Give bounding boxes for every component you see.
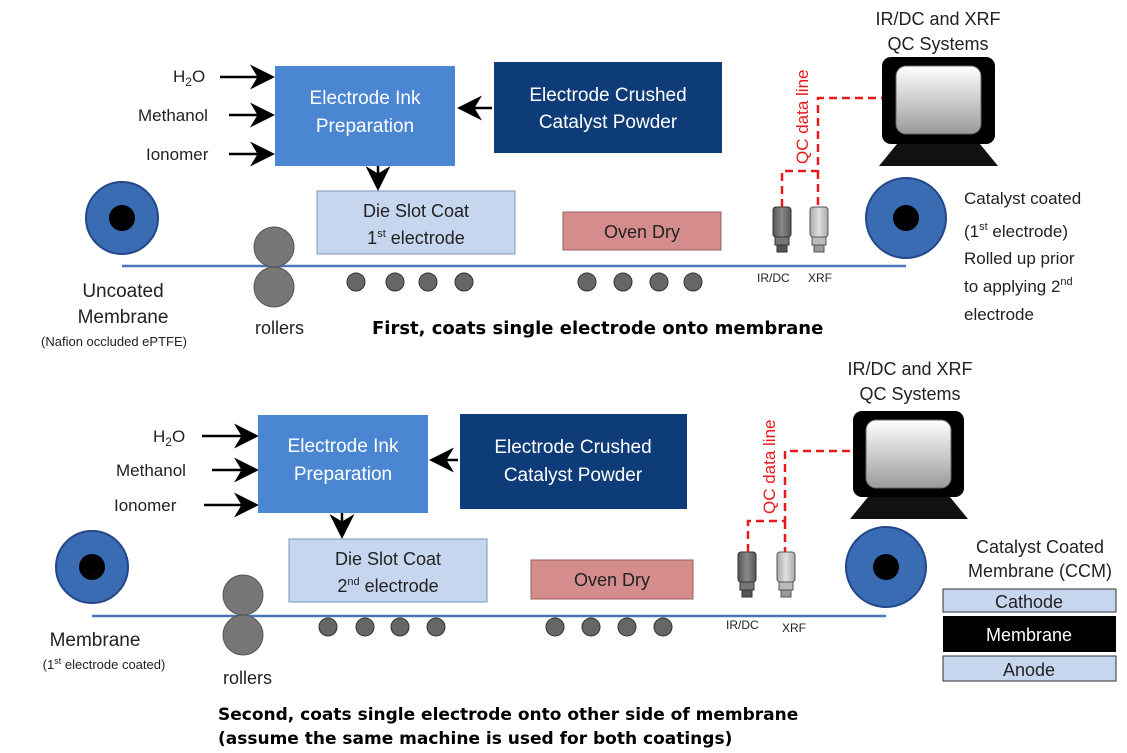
die-slot-label: 2nd electrode [337, 576, 438, 596]
right-label: electrode [964, 305, 1034, 324]
ccm-label: Membrane (CCM) [968, 561, 1112, 581]
powder-label: Electrode Crushed [529, 85, 686, 106]
right-label: Catalyst coated [964, 189, 1081, 208]
die-slot-label: 1st electrode [367, 228, 465, 248]
sensor-label-xrf: XRF [782, 621, 806, 635]
left-sublabel: (1st electrode coated) [43, 656, 166, 672]
conveyor-roller [318, 617, 338, 637]
oven-box [562, 211, 722, 251]
powder-label: Catalyst Powder [504, 465, 643, 486]
input-h2o: H2O [173, 67, 205, 89]
conveyor-roller [653, 617, 673, 637]
left-label: Membrane [50, 630, 141, 651]
conveyor-rollers [346, 272, 703, 292]
qc-data-line-label: QC data line [793, 70, 812, 165]
input-methanol: Methanol [116, 461, 186, 480]
right-label: Rolled up prior [964, 249, 1075, 268]
ccm-anode [942, 655, 1117, 682]
ink-prep-label: Preparation [316, 116, 414, 137]
ccm-membrane-label: Membrane [986, 625, 1072, 645]
xrf-sensor [776, 551, 796, 598]
conveyor-roller [683, 272, 703, 292]
qc-computer-icon [850, 411, 968, 519]
top-panel: H2O Methanol Ionomer Electrode Ink Prepa… [41, 9, 1081, 349]
conveyor-roller [577, 272, 597, 292]
xrf-sensor [809, 206, 829, 253]
conveyor-roller [545, 617, 565, 637]
right-label: (1st electrode) [964, 221, 1068, 241]
powder-label: Catalyst Powder [539, 112, 678, 133]
qc-data-line-label: QC data line [760, 420, 779, 515]
conveyor-rollers [318, 617, 673, 637]
ink-prep-label: Preparation [294, 464, 392, 485]
input-methanol: Methanol [138, 106, 208, 125]
qc-title: QC Systems [887, 34, 988, 54]
conveyor-roller [454, 272, 474, 292]
conveyor-roller [581, 617, 601, 637]
takeup-roll-core [893, 205, 919, 231]
conveyor-roller [426, 617, 446, 637]
ccm-cathode-label: Cathode [995, 592, 1063, 612]
left-label: Uncoated [82, 281, 163, 302]
conveyor-roller [390, 617, 410, 637]
qc-title: IR/DC and XRF [875, 9, 1000, 29]
left-label: Membrane [78, 307, 169, 328]
irdc-sensor [737, 551, 757, 598]
qc-computer-icon [879, 57, 998, 166]
qc-title: IR/DC and XRF [847, 359, 972, 379]
left-sublabel: (Nafion occluded ePTFE) [41, 334, 187, 349]
sensor-label-xrf: XRF [808, 271, 832, 285]
feed-roll-core [79, 554, 105, 580]
ink-prep-box [258, 415, 428, 513]
rollers-label: rollers [255, 318, 304, 338]
ccm-cathode [942, 588, 1117, 613]
sensor-label-irdc: IR/DC [757, 271, 790, 285]
die-slot-box [288, 538, 488, 603]
oven-label: Oven Dry [574, 570, 650, 590]
roller [253, 226, 295, 268]
die-slot-label: Die Slot Coat [363, 201, 469, 221]
ccm-label: Catalyst Coated [976, 537, 1104, 557]
input-ionomer: Ionomer [146, 145, 209, 164]
powder-label: Electrode Crushed [494, 437, 651, 458]
oven-label: Oven Dry [604, 222, 680, 242]
irdc-sensor [772, 206, 792, 253]
caption-bottom: Second, coats single electrode onto othe… [218, 705, 798, 725]
die-slot-box [316, 190, 516, 255]
conveyor-roller [613, 272, 633, 292]
rollers-label: rollers [223, 668, 272, 688]
ink-prep-label: Electrode Ink [288, 436, 399, 457]
ccm-anode-label: Anode [1003, 660, 1055, 680]
bottom-panel: H2O Methanol Ionomer Electrode Ink Prepa… [43, 359, 1117, 749]
conveyor-roller [418, 272, 438, 292]
right-label: to applying 2nd [964, 276, 1073, 296]
powder-box [460, 414, 687, 509]
caption-top: First, coats single electrode onto membr… [372, 318, 823, 339]
conveyor-roller [346, 272, 366, 292]
ccm-stack: Cathode Membrane Anode [942, 588, 1117, 682]
roller [253, 266, 295, 308]
oven-box [530, 559, 694, 600]
conveyor-roller [617, 617, 637, 637]
ink-prep-box [275, 66, 455, 166]
qc-title: QC Systems [859, 384, 960, 404]
conveyor-roller [649, 272, 669, 292]
input-ionomer: Ionomer [114, 496, 177, 515]
sensor-label-irdc: IR/DC [726, 618, 759, 632]
roller [222, 574, 264, 616]
ccm-membrane [943, 616, 1116, 652]
roller [222, 614, 264, 656]
takeup-roll-core [873, 554, 899, 580]
powder-box [494, 62, 722, 153]
conveyor-roller [385, 272, 405, 292]
die-slot-label: Die Slot Coat [335, 549, 441, 569]
feed-roll-core [109, 205, 135, 231]
ink-prep-label: Electrode Ink [310, 88, 421, 109]
caption-bottom: (assume the same machine is used for bot… [218, 729, 732, 749]
conveyor-roller [355, 617, 375, 637]
input-h2o: H2O [153, 427, 185, 449]
